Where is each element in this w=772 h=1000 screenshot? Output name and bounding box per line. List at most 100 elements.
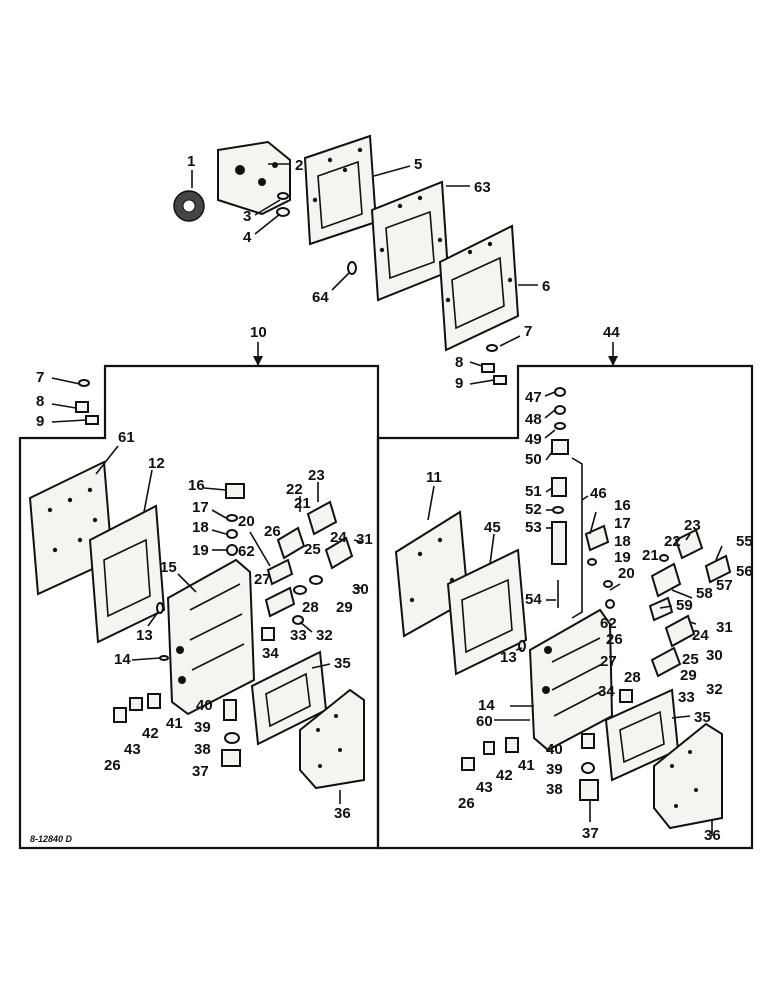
callout-39-left: 39 bbox=[194, 719, 211, 736]
callout-26-left: 26 bbox=[264, 523, 281, 540]
callout-49: 49 bbox=[525, 431, 542, 448]
callout-37-left: 37 bbox=[192, 763, 209, 780]
callout-22-left: 22 bbox=[286, 481, 303, 498]
callout-19-right: 19 bbox=[614, 549, 631, 566]
dowel-64 bbox=[347, 261, 357, 275]
callout-52: 52 bbox=[525, 501, 542, 518]
callout-27-left: 27 bbox=[254, 571, 271, 588]
callout-36-right: 36 bbox=[704, 827, 721, 844]
callout-33-right: 33 bbox=[678, 689, 695, 706]
callout-12-left: 12 bbox=[148, 455, 165, 472]
callout-23-left: 23 bbox=[308, 467, 325, 484]
callout-40-right: 40 bbox=[546, 741, 563, 758]
group-label-right: 44 bbox=[603, 324, 620, 341]
drawing-code: 8-12840 D bbox=[30, 834, 73, 844]
callout-64: 64 bbox=[312, 289, 329, 306]
callout-48: 48 bbox=[525, 411, 542, 428]
callout-7-left: 7 bbox=[36, 369, 44, 386]
callout-2: 2 bbox=[295, 157, 303, 174]
callout-21-left: 21 bbox=[294, 495, 311, 512]
callout-16-right: 16 bbox=[614, 497, 631, 514]
gasket-6 bbox=[438, 224, 520, 352]
callout-50: 50 bbox=[525, 451, 542, 468]
callout-34-left: 34 bbox=[262, 645, 279, 662]
callout-26b-left: 26 bbox=[104, 757, 121, 774]
callout-33-left: 33 bbox=[290, 627, 307, 644]
callout-25-left: 25 bbox=[304, 541, 321, 558]
callout-15: 15 bbox=[160, 559, 177, 576]
callout-45: 45 bbox=[484, 519, 501, 536]
callout-19-left: 19 bbox=[192, 542, 209, 559]
callout-29-right: 29 bbox=[680, 667, 697, 684]
callout-8-top: 8 bbox=[455, 354, 463, 371]
group-frame-left bbox=[18, 342, 380, 850]
callout-6: 6 bbox=[542, 278, 550, 295]
callout-59: 59 bbox=[676, 597, 693, 614]
callout-62-right: 62 bbox=[600, 615, 617, 632]
callout-4: 4 bbox=[243, 229, 252, 246]
callout-13-right: 13 bbox=[500, 649, 517, 666]
plate-63 bbox=[370, 180, 450, 302]
callout-24-right: 24 bbox=[692, 627, 709, 644]
left-leaders bbox=[51, 377, 363, 804]
callout-54: 54 bbox=[525, 591, 542, 608]
callout-61: 61 bbox=[118, 429, 135, 446]
callout-5: 5 bbox=[414, 156, 422, 173]
callout-17-right: 17 bbox=[614, 515, 631, 532]
left-parts bbox=[28, 379, 365, 790]
callout-62-left: 62 bbox=[238, 543, 255, 560]
callout-24-left: 24 bbox=[330, 529, 347, 546]
callout-20-right: 20 bbox=[618, 565, 635, 582]
callout-13-left: 13 bbox=[136, 627, 153, 644]
callout-23-right: 23 bbox=[684, 517, 701, 534]
callout-35-left: 35 bbox=[334, 655, 351, 672]
left-callout-labels: 7 8 9 61 12 16 17 18 19 20 62 21 26 22 2… bbox=[36, 369, 373, 822]
group-frame-right bbox=[376, 342, 754, 850]
callout-28-left: 28 bbox=[302, 599, 319, 616]
callout-18-left: 18 bbox=[192, 519, 209, 536]
pump-body bbox=[217, 140, 291, 216]
pump-gear bbox=[173, 190, 205, 222]
callout-21-right: 21 bbox=[642, 547, 659, 564]
callout-43-right: 43 bbox=[476, 779, 493, 796]
callout-30-left: 30 bbox=[352, 581, 369, 598]
callout-51: 51 bbox=[525, 483, 542, 500]
callout-34-right: 34 bbox=[598, 683, 615, 700]
right-callout-labels: 47 48 49 50 51 52 53 54 46 11 45 16 17 1… bbox=[426, 389, 753, 844]
callout-18-right: 18 bbox=[614, 533, 631, 550]
callout-7-top: 7 bbox=[524, 323, 532, 340]
plug-7-8-9-top bbox=[481, 344, 507, 385]
callout-27-right: 27 bbox=[600, 653, 617, 670]
callout-53: 53 bbox=[525, 519, 542, 536]
callout-39-right: 39 bbox=[546, 761, 563, 778]
callout-29-left: 29 bbox=[336, 599, 353, 616]
callout-26b-right: 26 bbox=[458, 795, 475, 812]
callout-30-right: 30 bbox=[706, 647, 723, 664]
callout-37-right: 37 bbox=[582, 825, 599, 842]
callout-42-right: 42 bbox=[496, 767, 513, 784]
callout-14-right: 14 bbox=[478, 697, 495, 714]
group-label-left: 10 bbox=[250, 324, 267, 341]
right-parts bbox=[394, 387, 732, 830]
callout-43-left: 43 bbox=[124, 741, 141, 758]
callout-41-right: 41 bbox=[518, 757, 535, 774]
callout-57: 57 bbox=[716, 577, 733, 594]
callout-36-left: 36 bbox=[334, 805, 351, 822]
right-leaders bbox=[427, 391, 723, 836]
callout-31-right: 31 bbox=[716, 619, 733, 636]
gasket-5 bbox=[303, 134, 378, 246]
callout-32-left: 32 bbox=[316, 627, 333, 644]
callout-26-right: 26 bbox=[606, 631, 623, 648]
top-callout-labels: 1 2 3 4 5 63 64 6 7 8 9 bbox=[187, 153, 550, 392]
callout-46: 46 bbox=[590, 485, 607, 502]
callout-38-right: 38 bbox=[546, 781, 563, 798]
callout-47: 47 bbox=[525, 389, 542, 406]
callout-16-left: 16 bbox=[188, 477, 205, 494]
callout-17-left: 17 bbox=[192, 499, 209, 516]
top-leaders bbox=[191, 163, 538, 385]
callout-41-left: 41 bbox=[166, 715, 183, 732]
callout-31-left: 31 bbox=[356, 531, 373, 548]
callout-63: 63 bbox=[474, 179, 491, 196]
callout-22-right: 22 bbox=[664, 533, 681, 550]
